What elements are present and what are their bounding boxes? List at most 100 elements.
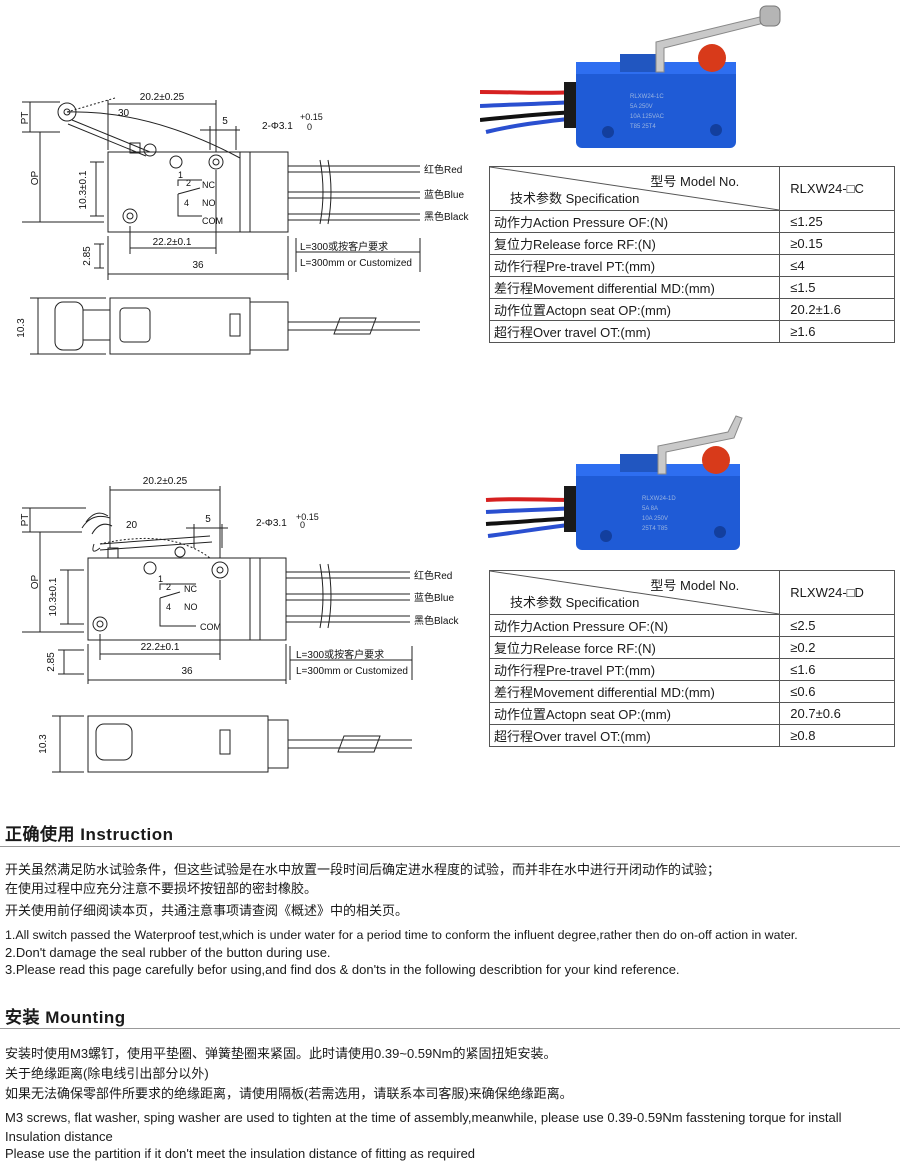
param-value: ≥0.15	[779, 232, 895, 255]
table-row: 超行程Over travel OT:(mm)≥1.6	[488, 320, 895, 343]
dim-angle: 30	[118, 108, 130, 119]
dim-hole: 2-Φ3.1	[262, 121, 293, 132]
pin-4: 4	[184, 198, 189, 208]
pin-2: 2	[186, 178, 191, 188]
dim-285: 2.85	[46, 652, 57, 672]
mounting-line: 如果无法确保零部件所要求的绝缘距离，请使用隔板(若需选用，请联系本司客服)来确保…	[5, 1086, 573, 1101]
dim-side-height: 10.3	[38, 734, 49, 754]
product-photo-short-lever: RLXW24-1D 5A 8A 10A 250V 25T4 T85	[480, 404, 890, 564]
param-label: 动作力Action Pressure OF:(N)	[488, 614, 781, 637]
technical-drawing-roller-lever: PT OP 30 20.2±0.25 5 2-Φ3.1 +0.15 0 10.3…	[0, 40, 480, 420]
dim-36: 36	[192, 260, 204, 271]
photo-body-text-2: 5A 8A	[642, 506, 658, 512]
product-photo-roller-lever: RLXW24-1C 5A 250V 10A 125VAC T85 25T4	[480, 0, 890, 160]
spec-header-cell: 型号 Model No. 技术参数 Specification	[488, 570, 781, 615]
param-label: 动作位置Actopn seat OP:(mm)	[488, 298, 781, 321]
dim-pt: PT	[20, 112, 31, 125]
param-value: ≤1.5	[779, 276, 895, 299]
photo-body-text-4: 25T4 T85	[642, 526, 668, 532]
photo-body-text-3: 10A 250V	[642, 516, 668, 522]
wire-blue-label: 蓝色Blue	[414, 591, 454, 604]
param-value: ≤1.6	[779, 658, 895, 681]
dim-36: 36	[181, 666, 193, 677]
param-label: 超行程Over travel OT:(mm)	[488, 724, 781, 747]
dim-side-height: 10.3	[16, 318, 27, 338]
instruction-line: 开关使用前仔细阅读本页，共通注意事项请查阅《概述》中的相关页。	[5, 903, 409, 918]
param-label: 复位力Release force RF:(N)	[488, 232, 781, 255]
wire-blue-label: 蓝色Blue	[424, 188, 464, 201]
photo-body-text-4: T85 25T4	[630, 124, 656, 130]
dim-angle: 20	[126, 520, 138, 531]
param-label: 差行程Movement differential MD:(mm)	[488, 276, 781, 299]
instruction-line: 开关虽然满足防水试验条件，但这些试验是在水中放置一段时间后确定进水程度的试验，而…	[5, 862, 721, 877]
table-row: 复位力Release force RF:(N)≥0.2	[488, 636, 895, 659]
table-row: 复位力Release force RF:(N)≥0.15	[488, 232, 895, 255]
pin-1: 1	[178, 170, 183, 180]
dim-pt: PT	[20, 514, 31, 527]
header-model-label: 型号 Model No.	[650, 578, 740, 593]
technical-drawing-short-lever: PT OP 20 20.2±0.25 5 2-Φ3.1 +0.15 0 10.3…	[0, 440, 480, 820]
dim-hole-tol-up: +0.15	[300, 112, 323, 122]
pin-4: 4	[166, 602, 171, 612]
length-cn: L=300或按客户要求	[296, 648, 384, 661]
param-label: 超行程Over travel OT:(mm)	[488, 320, 781, 343]
label-com: COM	[202, 216, 223, 226]
instruction-line: 在使用过程中应充分注意不要损坏按钮部的密封橡胶。	[5, 881, 318, 896]
table-row: 差行程Movement differential MD:(mm)≤1.5	[488, 276, 895, 299]
dim-top: 20.2±0.25	[143, 476, 188, 487]
label-nc: NC	[202, 180, 215, 190]
mounting-line: 安装时使用M3螺钉，使用平垫圈、弹簧垫圈来紧固。此时请使用0.39~0.59Nm…	[5, 1046, 557, 1061]
dim-op: OP	[30, 574, 41, 589]
param-value: ≥0.8	[779, 724, 895, 747]
length-en: L=300mm or Customized	[296, 666, 408, 677]
table-row: 超行程Over travel OT:(mm)≥0.8	[488, 724, 895, 747]
length-en: L=300mm or Customized	[300, 258, 412, 269]
photo-body-text-3: 10A 125VAC	[630, 114, 665, 120]
dim-hole: 2-Φ3.1	[256, 518, 287, 529]
param-value: ≥1.6	[779, 320, 895, 343]
header-spec-label: 技术参数 Specification	[510, 191, 640, 206]
param-label: 动作行程Pre-travel PT:(mm)	[488, 658, 781, 681]
spec-table-header: 型号 Model No. 技术参数 Specification RLXW24-□…	[488, 166, 895, 211]
param-value: ≥0.2	[779, 636, 895, 659]
mounting-divider	[0, 1028, 900, 1029]
dim-hole-tol-low: 0	[300, 520, 305, 530]
mounting-line: 关于绝缘距离(除电线引出部分以外)	[5, 1066, 209, 1081]
photo-body-text-2: 5A 250V	[630, 104, 653, 110]
header-model-label: 型号 Model No.	[650, 174, 740, 189]
mounting-line: Please use the partition if it don't mee…	[5, 1146, 476, 1161]
instruction-title: 正确使用 Instruction	[5, 825, 174, 844]
dim-5: 5	[222, 116, 228, 127]
dim-op: OP	[30, 170, 41, 185]
table-row: 动作行程Pre-travel PT:(mm)≤1.6	[488, 658, 895, 681]
label-com: COM	[200, 622, 221, 632]
instruction-divider	[0, 846, 900, 847]
dim-5: 5	[205, 514, 211, 525]
dim-height: 10.3±0.1	[48, 577, 59, 616]
table-row: 动作行程Pre-travel PT:(mm)≤4	[488, 254, 895, 277]
param-label: 动作行程Pre-travel PT:(mm)	[488, 254, 781, 277]
instruction-line: 1.All switch passed the Waterproof test,…	[5, 928, 798, 942]
photo-body-text-1: RLXW24-1C	[630, 94, 664, 100]
mounting-line: Insulation distance	[5, 1129, 113, 1144]
param-label: 差行程Movement differential MD:(mm)	[488, 680, 781, 703]
instruction-line: 2.Don't damage the seal rubber of the bu…	[5, 945, 331, 960]
table-row: 动作位置Actopn seat OP:(mm)20.7±0.6	[488, 702, 895, 725]
pin-1: 1	[158, 574, 163, 584]
label-no: NO	[202, 198, 216, 208]
dim-hole-tol-low: 0	[307, 122, 312, 132]
param-value: ≤4	[779, 254, 895, 277]
wire-red-label: 红色Red	[424, 163, 462, 176]
param-label: 动作位置Actopn seat OP:(mm)	[488, 702, 781, 725]
param-value: ≤1.25	[779, 210, 895, 233]
wire-black-label: 黑色Black	[414, 614, 459, 627]
photo-body-text-1: RLXW24-1D	[642, 496, 676, 502]
dim-bottom: 22.2±0.1	[141, 642, 180, 653]
label-no: NO	[184, 602, 198, 612]
mounting-title: 安装 Mounting	[5, 1008, 126, 1027]
table-row: 差行程Movement differential MD:(mm)≤0.6	[488, 680, 895, 703]
table-row: 动作力Action Pressure OF:(N)≤1.25	[488, 210, 895, 233]
param-value: ≤2.5	[779, 614, 895, 637]
param-value: ≤0.6	[779, 680, 895, 703]
spec-table-2: 型号 Model No. 技术参数 Specification RLXW24-□…	[488, 570, 895, 747]
